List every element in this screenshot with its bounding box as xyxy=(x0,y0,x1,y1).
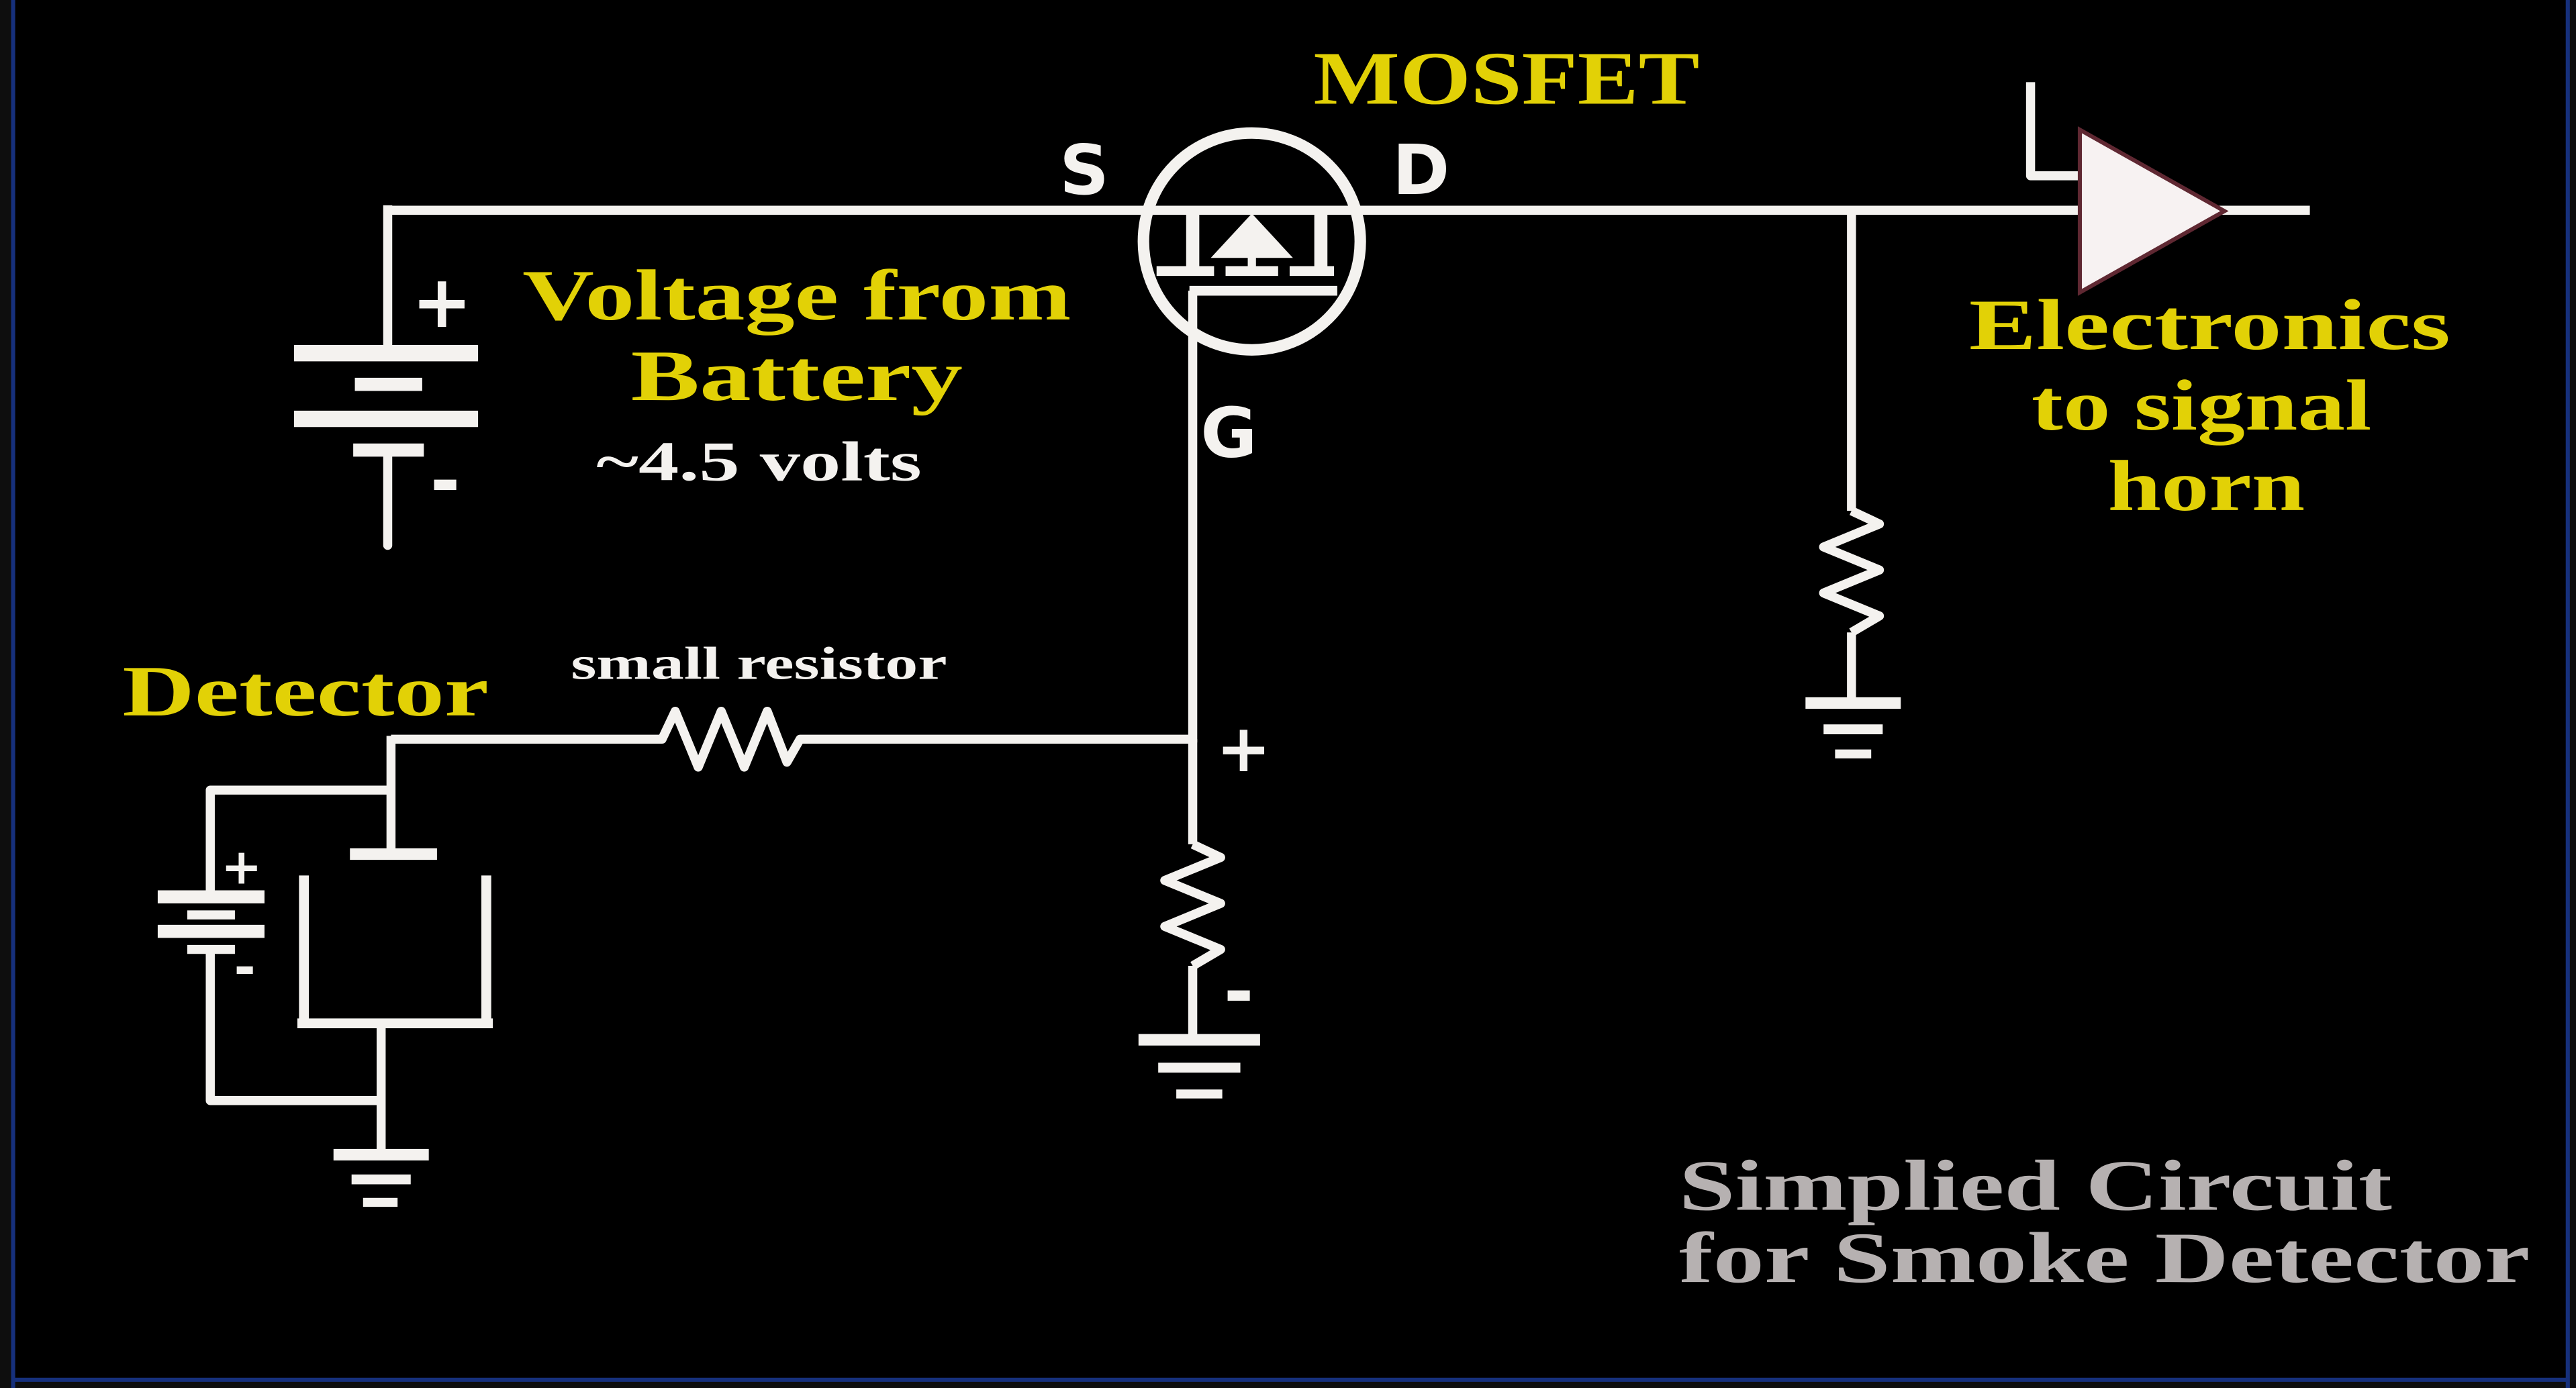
gate-terminal-label: G xyxy=(1200,394,1257,474)
electronics-label-line2: to signal xyxy=(2032,366,2372,446)
small-resistor-symbol xyxy=(391,706,1193,772)
gate-resistor-plus-sign: + xyxy=(1216,711,1271,787)
gate-resistor-minus-sign: - xyxy=(1224,950,1254,1034)
ground-symbol xyxy=(1138,1034,1260,1099)
amplifier-triangle-icon xyxy=(2077,126,2229,296)
caption-line1: Simplied Circuit xyxy=(1679,1146,2392,1226)
amplifier-top-stub-wire xyxy=(2025,82,2087,181)
resistor-symbol xyxy=(1160,840,1225,970)
mosfet-symbol xyxy=(1137,127,1366,356)
resistor-symbol xyxy=(1819,507,1885,637)
mosfet-title: MOSFET xyxy=(1313,37,1699,120)
white-labels: ~4.5 volts small resistor S D G + - + - … xyxy=(221,131,1449,1034)
wire-fills xyxy=(1210,213,1293,258)
detector-battery-top-wire xyxy=(205,785,391,897)
detector-battery-minus-sign: - xyxy=(234,937,255,998)
battery-symbol xyxy=(294,205,479,550)
battery-plus-sign: + xyxy=(412,260,472,344)
ground-symbol xyxy=(1805,697,1901,759)
detector-battery-bottom-wire xyxy=(205,949,381,1105)
small-resistor-label: small resistor xyxy=(571,638,947,689)
detector-battery-symbol xyxy=(157,785,391,1105)
mosfet-circle xyxy=(1137,127,1366,356)
caption: Simplied Circuit for Smoke Detector xyxy=(1679,1146,2530,1298)
gate-resistor-branch xyxy=(1138,739,1260,1099)
wire-layer xyxy=(157,82,2310,1207)
detector-battery-plus-sign: + xyxy=(221,839,263,896)
caption-line2: for Smoke Detector xyxy=(1679,1218,2530,1298)
drain-resistor-branch xyxy=(1805,210,1901,759)
ground-symbol xyxy=(333,1148,429,1207)
frame-lines xyxy=(11,0,2570,1388)
electronics-label-line1: Electronics xyxy=(1969,285,2450,365)
mosfet-body-arrow-icon xyxy=(1210,213,1293,258)
voltage-label-line2: Battery xyxy=(631,336,963,416)
source-terminal-label: S xyxy=(1059,131,1109,211)
drain-terminal-label: D xyxy=(1392,131,1449,211)
battery-minus-sign: - xyxy=(430,440,461,524)
yellow-labels: MOSFET Voltage from Battery Detector Ele… xyxy=(122,37,2450,731)
voltage-label-line1: Voltage from xyxy=(522,256,1071,336)
detector-label: Detector xyxy=(122,652,489,732)
electronics-label-line3: horn xyxy=(2108,446,2305,526)
battery-voltage-label: ~4.5 volts xyxy=(596,431,922,493)
